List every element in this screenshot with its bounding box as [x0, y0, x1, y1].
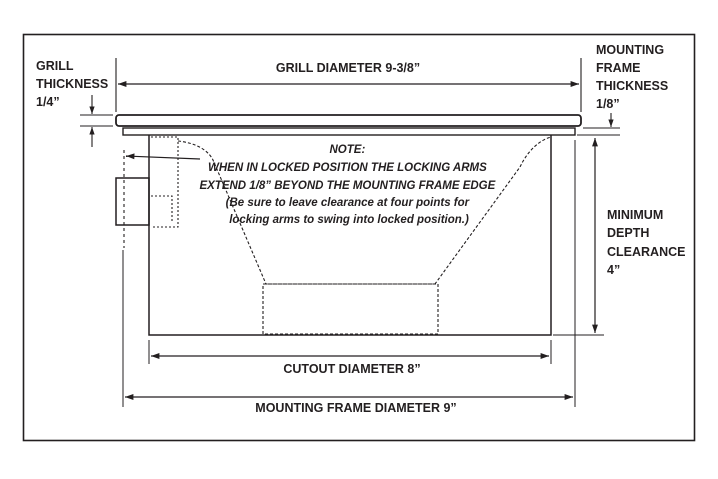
mounting-frame-diameter-label: MOUNTING FRAME DIAMETER 9” [255, 401, 456, 415]
diagram-border [22, 33, 696, 442]
grill-plate [115, 114, 582, 127]
locking-arm-outline [151, 136, 179, 228]
speaker-cone [177, 136, 552, 285]
grill-thickness-label: GRILL THICKNESS 1/4” [36, 59, 112, 109]
speaker-magnet [262, 283, 439, 335]
locking-arm-note: NOTE: WHEN IN LOCKED POSITION THE LOCKIN… [199, 144, 498, 226]
speaker-body [148, 135, 552, 336]
cutout-diameter-label: CUTOUT DIAMETER 8” [283, 362, 420, 376]
mounting-frame-thickness-label: MOUNTING FRAME THICKNESS 1/8” [596, 43, 672, 111]
grill-diameter-label: GRILL DIAMETER 9-3/8” [276, 61, 420, 75]
mounting-frame [122, 127, 576, 136]
note-arrow [125, 153, 201, 160]
minimum-depth-clearance-label: MINIMUM DEPTH CLEARANCE 4” [607, 208, 689, 277]
locking-arm-tab [115, 177, 150, 226]
